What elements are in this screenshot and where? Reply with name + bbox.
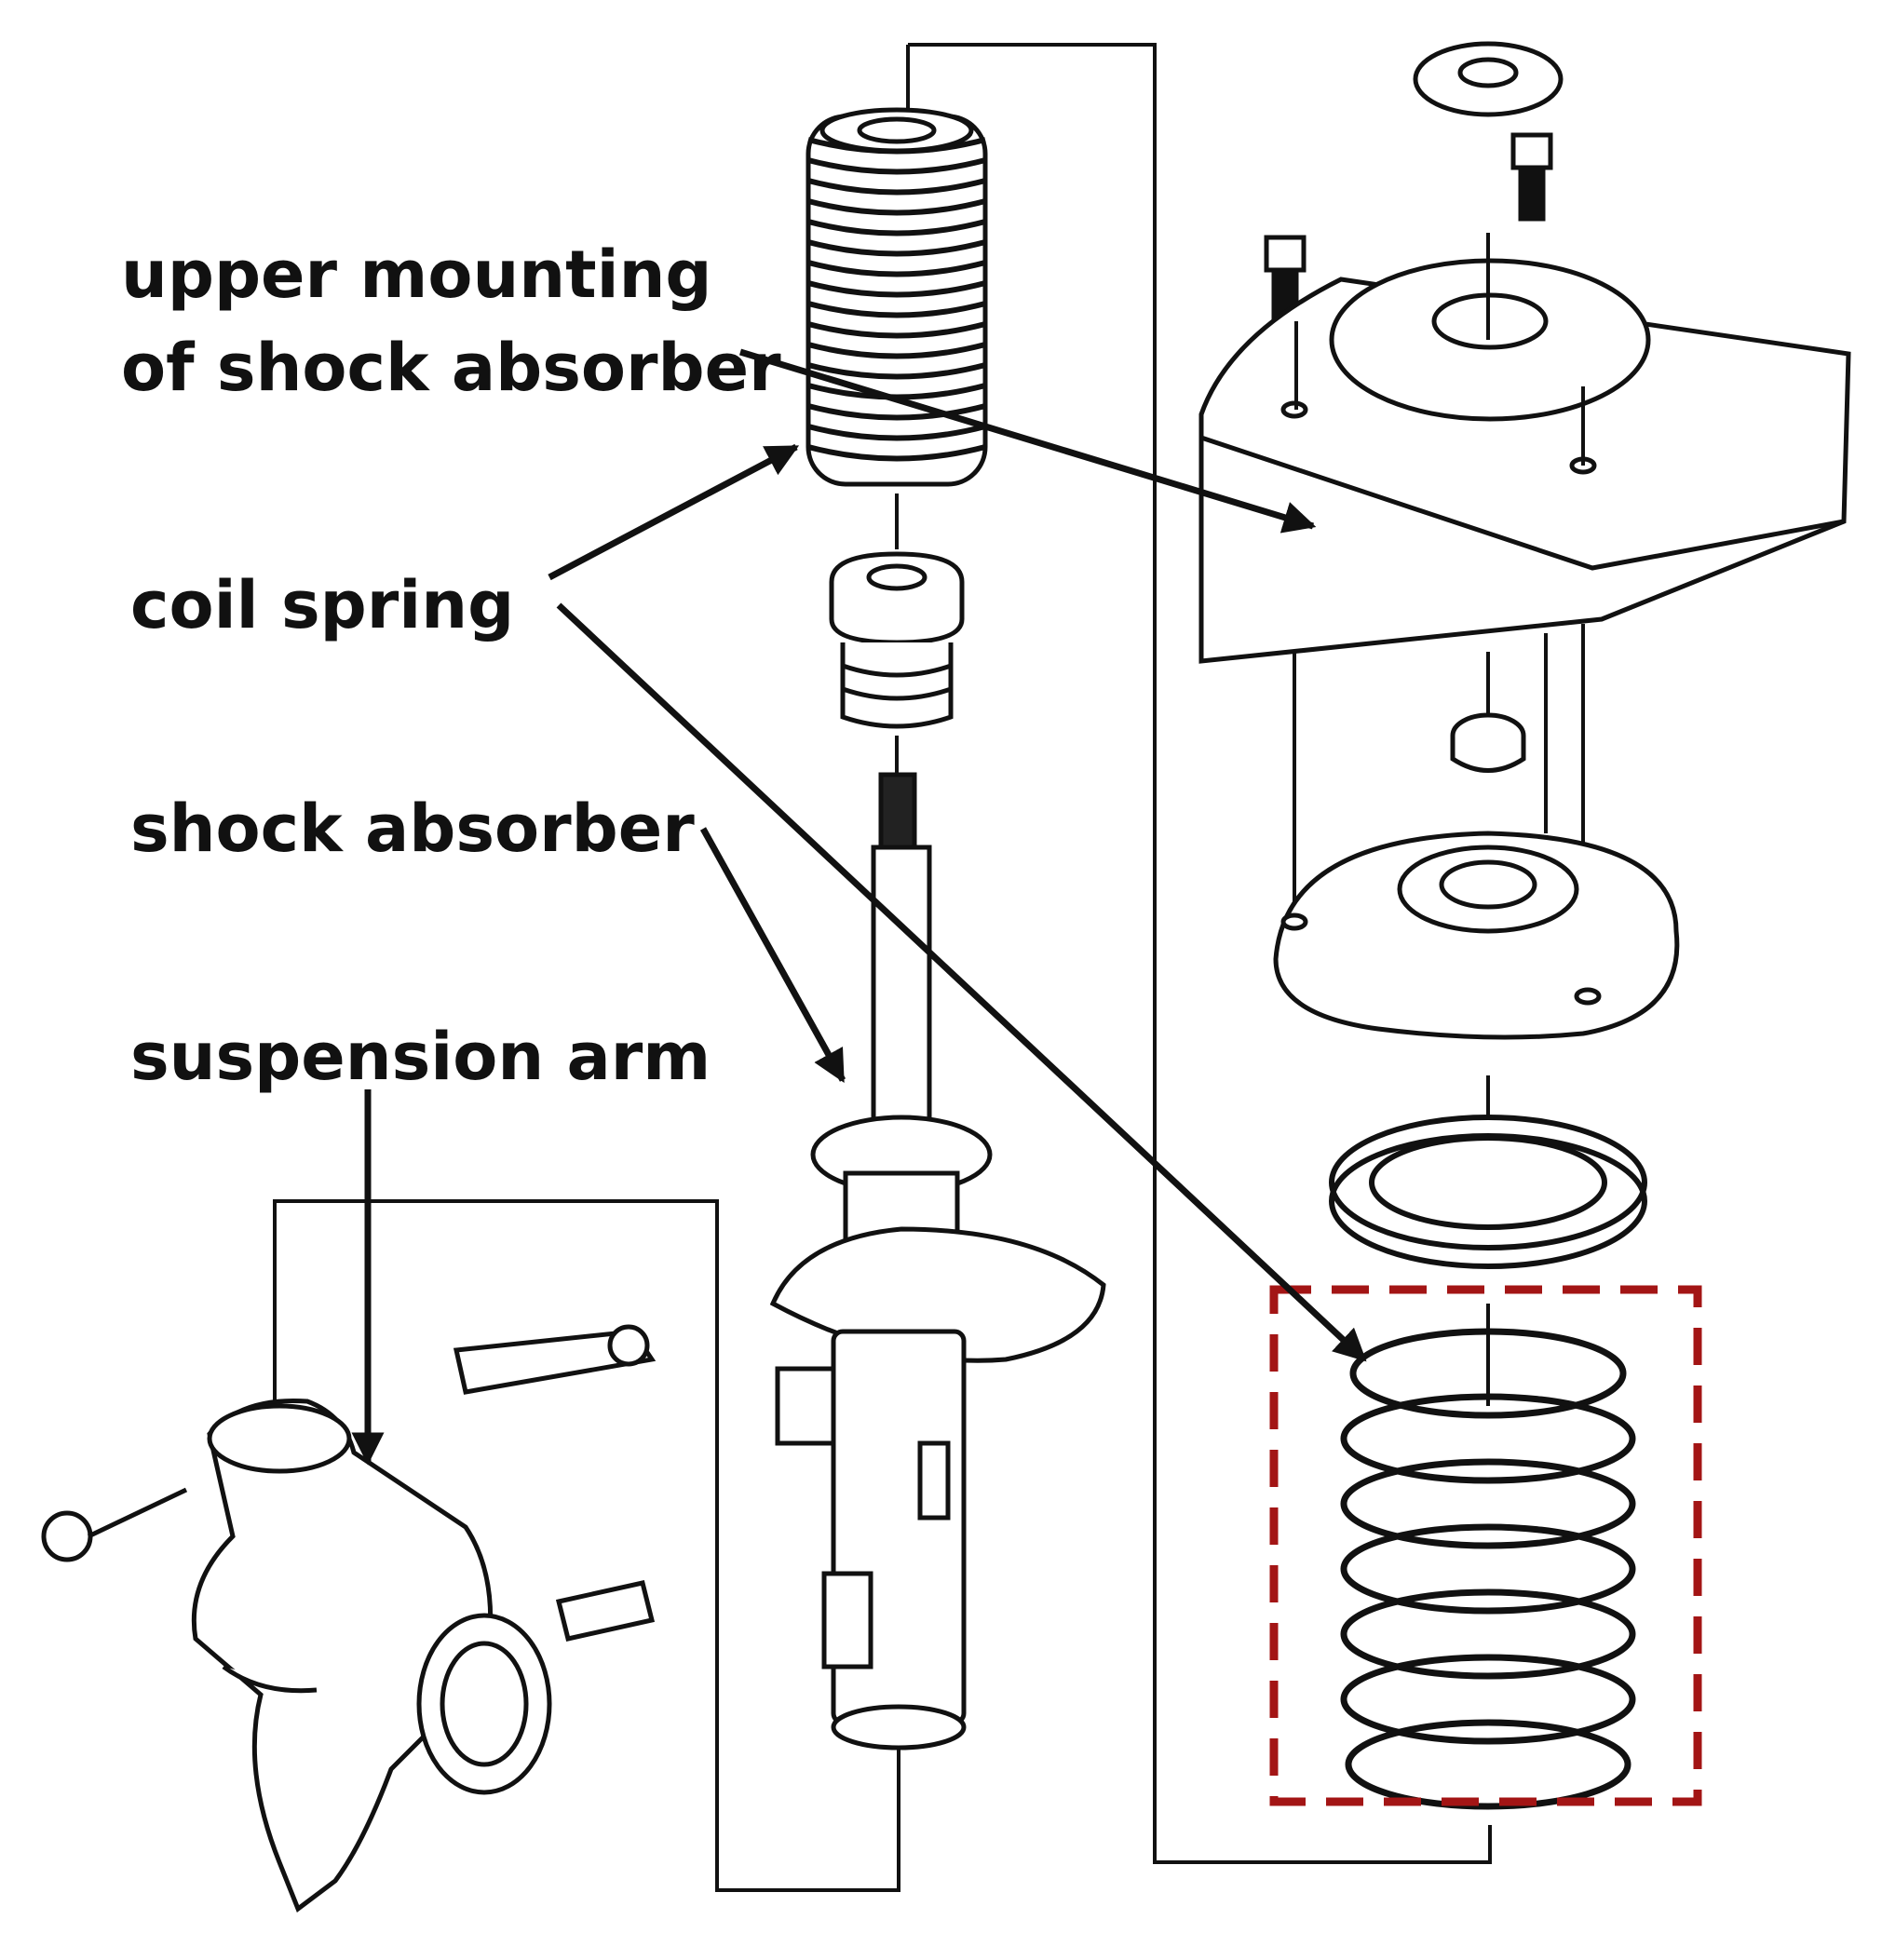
label-suspension-arm: suspension arm <box>130 1019 711 1095</box>
coil-spring-boot-icon <box>806 107 988 487</box>
label-upper-mounting-line2: of shock absorber <box>121 330 781 406</box>
arrow-coil-spring-boot <box>548 443 800 581</box>
label-coil-spring: coil spring <box>130 567 515 643</box>
spring-seat-lower-icon <box>1329 1115 1647 1269</box>
bump-stop-icon <box>829 551 965 729</box>
spring-seat-upper-icon <box>1273 831 1680 1040</box>
coil-spring-icon <box>1340 1328 1636 1810</box>
upper-mount-icon <box>1198 41 1851 664</box>
arrow-upper-mounting <box>738 348 1317 534</box>
suspension-arm-icon <box>41 1324 657 1913</box>
arrow-coil-spring <box>556 602 1367 1362</box>
shock-absorber-body-icon <box>769 772 1106 1750</box>
label-shock-absorber: shock absorber <box>130 791 695 867</box>
callout-arrows <box>351 348 1367 1466</box>
label-upper-mounting-line1: upper mounting <box>121 237 712 313</box>
nut-icon <box>1450 712 1526 773</box>
arrow-shock-absorber <box>699 827 846 1084</box>
